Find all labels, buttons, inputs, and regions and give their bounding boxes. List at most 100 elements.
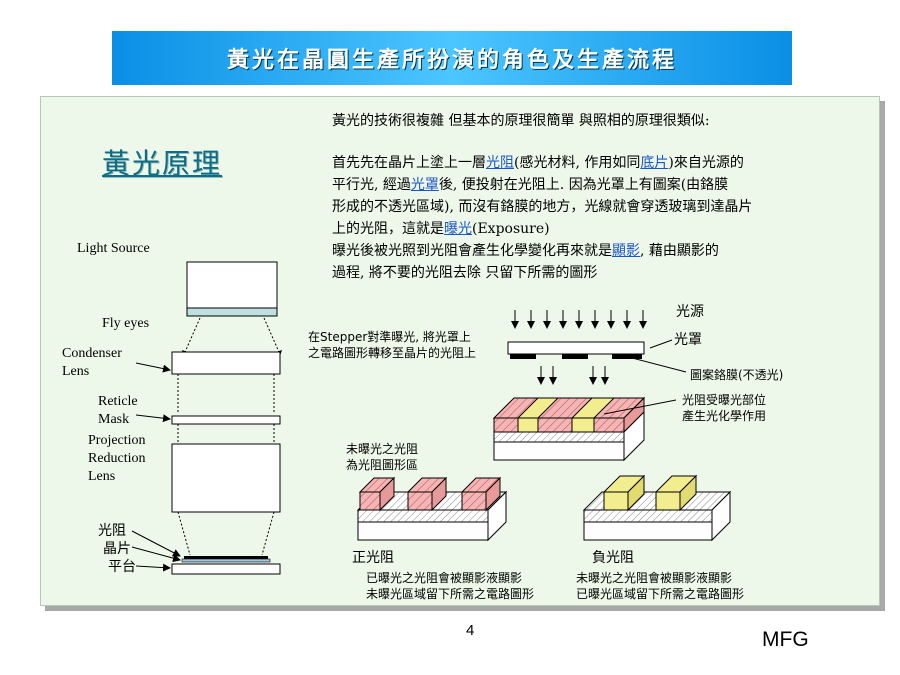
label-fly-eyes: Fly eyes [102,316,150,331]
section-heading: 黃光原理 [102,147,223,180]
label-unexposed-l1: 未曝光之光阻 [346,442,419,456]
footer-mfg: MFG [762,628,809,651]
stage-platform [171,563,281,575]
label-negative-resist: 負光阻 [592,550,634,566]
condenser-lens [171,351,281,375]
link-exposure[interactable]: 曝光 [444,221,472,237]
wafer-layer [181,558,271,563]
label-exposed-l2: 產生光化學作用 [682,409,767,423]
resist-front [493,417,625,433]
para1-text: (Exposure) [472,221,550,237]
exposed-front [571,417,595,433]
para2-line1: 曝光後被光照到光阻會產生化學變化再來就是顯影, 藉由顯影的 [332,240,872,262]
pos-resist-blocks [358,476,502,512]
neg-oxide [583,509,713,523]
label-stepper-l1: 在Stepper對準曝光, 將光罩上 [308,330,471,344]
label-exposed: 光阻受曝光部位 產生光化學作用 [682,392,766,424]
para2-line2: 過程, 將不要的光阻去除 只留下所需的圖形 [332,265,598,281]
label-negative-desc-l1: 未曝光之光阻會被顯影液顯影 [576,571,733,585]
label-positive-desc-l2: 未曝光區域留下所需之電路圖形 [366,587,535,601]
pointer-chrome [631,357,687,373]
optical-column [131,261,282,575]
label-projection: Projection Reduction Lens [88,432,146,486]
chrome-segment [562,354,588,359]
label-positive-desc-l1: 已曝光之光阻會被顯影液顯影 [366,571,523,585]
label-projection-l2: Reduction [88,451,146,466]
ray [177,511,191,556]
light-arrows-top [511,310,647,329]
label-negative-desc: 未曝光之光阻會被顯影液顯影 已曝光區域留下所需之電路圖形 [576,570,744,602]
pointer-mask [649,339,673,349]
label-positive-resist: 正光阻 [352,550,394,566]
para2-text: 曝光後被光照到光阻會產生化學變化再來就是 [332,243,612,259]
neg-side [711,490,731,542]
label-negative-desc-l2: 已曝光區域留下所需之電路圖形 [576,587,745,601]
link-mask[interactable]: 光罩 [410,177,439,193]
label-condenser: Condenser Lens [62,345,122,381]
pointer-wafer [131,546,181,563]
label-exposed-l1: 光阻受曝光部位 [682,393,767,407]
label-reticle-l1: Reticle [98,394,138,409]
para1-text: 平行光, 經過 [332,177,411,193]
label-reticle: Reticle Mask [98,393,138,429]
para1-text: )來自光源的 [668,155,744,171]
projection-lens [171,443,281,513]
label-stepper-l2: 之電路圖形轉移至晶片的光阻上 [308,346,477,360]
label-mask-zh: 光罩 [674,332,702,348]
pointer-reticle [135,414,171,423]
label-reticle-l2: Mask [98,412,130,427]
resist-top [492,397,646,419]
label-condenser-l1: Condenser [62,346,122,361]
light-source-box [186,261,278,309]
negative-resist-result [582,474,732,542]
para1-line2: 平行光, 經過光罩後, 便投射在光阻上. 因為光罩上有圖案(由鉻膜 [332,174,872,196]
chrome-segment [612,354,642,359]
photomask [507,341,645,355]
pos-side [487,490,507,542]
pos-oxide [357,509,489,523]
exposed-front [517,417,539,433]
para1-text: (感光材料, 作用如同 [514,155,641,171]
positive-resist-result [356,476,508,542]
label-light-source: Light Source [77,241,150,256]
para1-text: 後, 便投射在光阻上. 因為光罩上有圖案(由鉻膜 [438,177,729,193]
neg-substrate [583,521,713,541]
label-unexposed-l2: 為光阻圖形區 [346,458,419,472]
substrate [493,441,625,461]
photoresist-layer [184,556,268,559]
pointer-exposed [603,399,677,415]
para1-line4: 上的光阻，這就是曝光(Exposure) [332,218,872,240]
light-arrows-transmitted [537,366,609,385]
ray [261,511,275,556]
page-number: 4 [466,622,475,639]
title-bar: 黃光在晶圓生產所扮演的角色及生產流程 [112,31,792,85]
pointer-condenser [135,362,171,373]
link-photoresist[interactable]: 光阻 [486,155,514,171]
slide-title: 黃光在晶圓生產所扮演的角色及生產流程 [226,47,677,73]
oxide-layer [493,431,625,443]
chrome-segment [510,354,536,359]
para2-text: , 藉由顯影的 [640,243,719,259]
label-unexposed: 未曝光之光阻 為光阻圖形區 [346,441,418,473]
intro-text: 黃光的技術很複雜 但基本的原理很簡單 與照相的原理很類似: [332,113,710,129]
para1-text: 上的光阻，這就是 [332,221,444,237]
pointer-photoresist [131,530,181,557]
label-stage: 平台 [108,559,136,575]
label-stepper: 在Stepper對準曝光, 將光罩上 之電路圖形轉移至晶片的光阻上 [308,329,476,361]
para1-line3: 形成的不透光區域), 而沒有鉻膜的地方，光線就會穿透玻璃到達晶片 [332,199,753,215]
link-develop[interactable]: 顯影 [612,243,640,259]
ray [263,317,280,353]
link-film[interactable]: 底片 [640,155,669,171]
label-photoresist: 光阻 [98,523,126,539]
pos-substrate [357,521,489,541]
para1-text: 首先先在晶片上塗上一層 [332,155,486,171]
label-projection-l1: Projection [88,433,146,448]
neg-resist-blocks [602,474,698,512]
substrate-side [623,410,645,462]
exposure-step [492,310,687,462]
label-condenser-l2: Lens [62,364,90,379]
fly-eyes-plate [186,307,278,317]
label-wafer: 晶片 [103,541,131,557]
label-chrome: 圖案鉻膜(不透光) [690,368,784,382]
